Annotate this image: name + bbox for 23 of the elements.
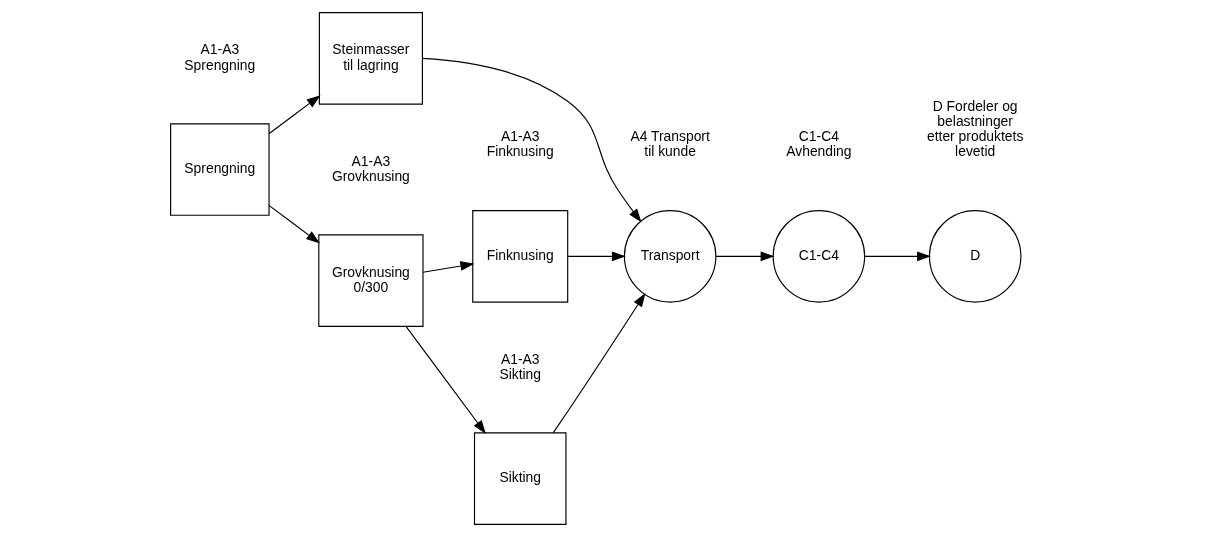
label: D Fordeler og belastninger etter produktets levetid — [926, 98, 1024, 160]
node-box: Finknusing — [472, 210, 569, 303]
node-box: Steinmasser til lagring — [318, 12, 423, 105]
node-circle: C1-C4 — [772, 210, 866, 303]
node-box: Sikting — [473, 432, 567, 525]
label: A1-A3 Finknusing — [486, 128, 554, 160]
arrow — [405, 326, 486, 434]
arrow — [715, 251, 775, 262]
arrow — [421, 57, 642, 223]
node-box: Sprengning — [170, 123, 270, 216]
label: A1-A3 Grovknusing — [331, 152, 410, 184]
label: A1-A3 Sikting — [499, 350, 542, 382]
label: A4 Transport til kunde — [630, 128, 710, 160]
node-box: Grovknusing 0/300 — [318, 234, 424, 327]
arrow — [864, 251, 932, 262]
arrow — [268, 95, 321, 134]
arrow — [567, 251, 626, 262]
arrow — [552, 292, 646, 434]
label: C1-C4 Avhending — [786, 128, 852, 160]
label: A1-A3 Sprengning — [184, 41, 256, 73]
node-circle: D — [928, 210, 1022, 303]
arrow — [422, 261, 475, 273]
arrow — [268, 205, 321, 244]
